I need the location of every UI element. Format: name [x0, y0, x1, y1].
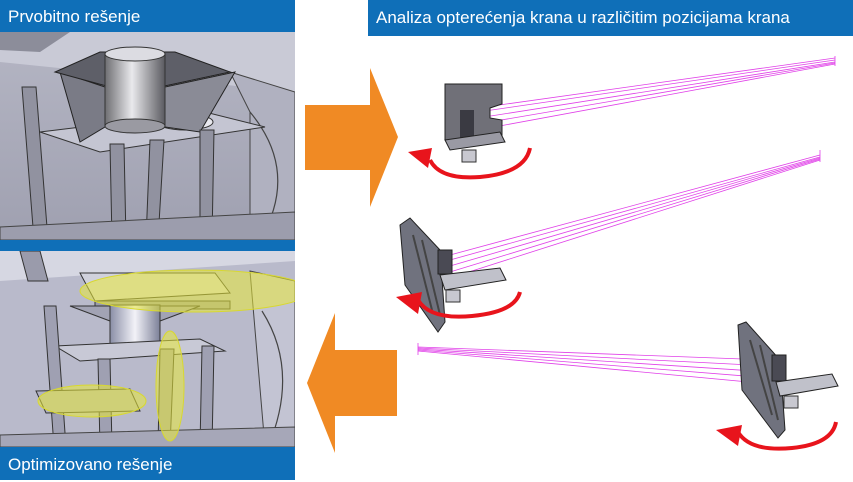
optimized-solution-cad-image	[0, 251, 295, 447]
cable-lines-1	[477, 56, 836, 131]
panel-divider	[0, 240, 295, 251]
load-analysis-title: Analiza opterećenja krana u različitim p…	[376, 8, 790, 27]
original-solution-title: Prvobitno rešenje	[8, 7, 141, 26]
optimized-solution-label-bar: Optimizovano rešenje	[0, 447, 295, 480]
rotation-arrow-icon	[408, 147, 532, 180]
rotation-arrow-icon	[396, 291, 522, 319]
cable-lines-3	[417, 343, 771, 385]
cable-lines-2	[449, 150, 821, 279]
crane-position-1	[408, 56, 836, 180]
original-solution-cad-image	[0, 32, 295, 240]
crane-position-3	[417, 321, 839, 451]
original-solution-label-bar: Prvobitno rešenje	[0, 0, 295, 32]
rotation-arrow-icon	[716, 421, 838, 451]
optimized-solution-title: Optimizovano rešenje	[8, 455, 173, 474]
crane-position-2	[396, 150, 821, 333]
load-analysis-label-bar: Analiza opterećenja krana u različitim p…	[368, 0, 853, 36]
